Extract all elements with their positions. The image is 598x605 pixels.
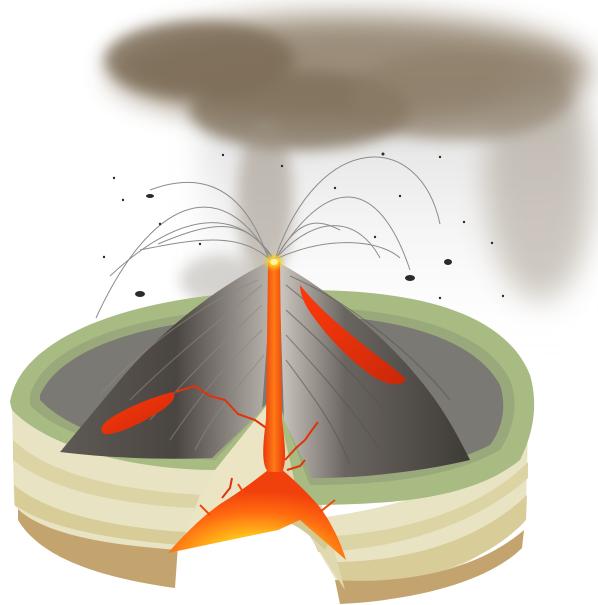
bomb-3 [146,194,154,198]
particle-4 [159,223,161,225]
particle-10 [399,195,401,197]
particle-2 [122,199,124,201]
particle-13 [502,295,504,297]
particle-6 [281,165,283,167]
particle-11 [463,221,465,223]
particle-8 [439,156,441,158]
particle-1 [113,177,115,179]
particle-9 [334,187,336,189]
particle-3 [103,256,105,258]
particle-12 [491,242,493,244]
particle-15 [374,236,376,238]
particle-16 [199,243,201,245]
vent-core [270,259,278,265]
particle-7 [382,153,385,156]
particle-14 [439,297,441,299]
bomb-4 [405,275,415,281]
ash-cloud [105,15,595,340]
particle-5 [222,154,224,156]
bomb-2 [135,291,145,297]
ash-cloud-drift [485,60,595,300]
bomb-5 [444,259,452,265]
